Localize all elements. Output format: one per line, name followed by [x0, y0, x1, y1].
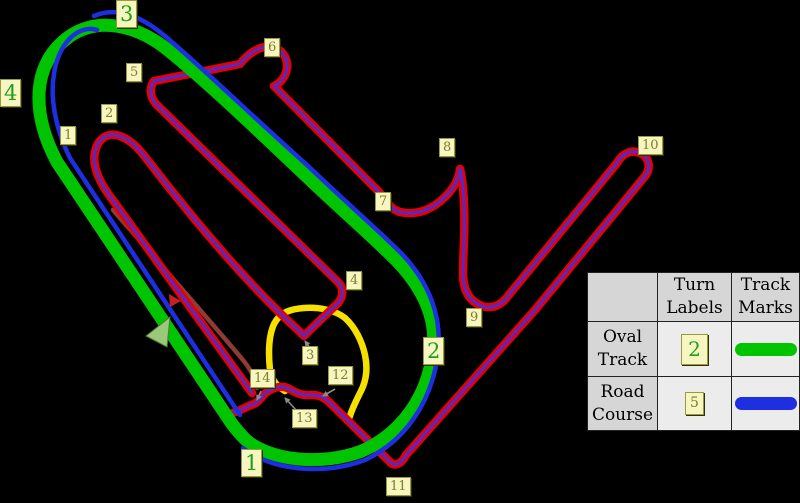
road-course-oval-outer-blue — [91, 9, 441, 472]
oval-turn-label-sample: 2 — [681, 333, 708, 365]
legend-header-turn-labels: Turn Labels — [658, 273, 731, 321]
legend-header-track-marks: Track Marks — [732, 273, 799, 321]
legend-row-road-course: Road Course — [588, 377, 657, 430]
road-turn-label-sample: 5 — [685, 392, 704, 415]
road-turn-label: 10 — [638, 136, 663, 155]
oval-turn-label: 1 — [241, 449, 263, 477]
road-turn-label: 9 — [466, 308, 483, 327]
legend-road-sample-cell: 5 — [658, 377, 731, 430]
road-turn-label: 8 — [439, 138, 456, 157]
road-turn-label: 7 — [375, 192, 392, 211]
road-turn-label: 14 — [250, 369, 275, 388]
road-turn-label: 6 — [264, 38, 281, 57]
oval-turn-label: 4 — [0, 79, 22, 107]
access-road-direction-arrow — [169, 294, 181, 307]
oval-track-line — [32, 18, 441, 467]
legend-oval-mark-cell — [732, 322, 799, 376]
turn13-pointer-arrow — [284, 397, 298, 412]
legend-row-oval-track: Oval Track — [588, 322, 657, 376]
oval-turn-label: 3 — [116, 0, 138, 28]
turn14-pointer-arrow — [256, 390, 262, 401]
road-course-casing — [90, 42, 653, 469]
legend-road-mark-cell — [732, 377, 799, 430]
road-turn-label: 3 — [302, 346, 319, 365]
road-turn-label: 11 — [386, 477, 411, 496]
oval-track-mark-swatch — [734, 342, 797, 356]
road-course-mark-swatch — [734, 397, 797, 410]
legend-oval-sample-cell: 2 — [658, 322, 731, 376]
road-turn-label: 2 — [101, 104, 118, 123]
oval-turn-label: 2 — [423, 337, 445, 365]
oval-direction-arrow — [145, 315, 171, 348]
road-turn-label: 4 — [346, 271, 363, 290]
legend-table: Turn Labels Track Marks Oval Track 2 Roa… — [587, 272, 800, 431]
road-course-core — [92, 45, 651, 466]
road-turn-label: 1 — [60, 126, 77, 145]
turn12-pointer-arrow — [322, 388, 336, 397]
road-turn-label: 13 — [292, 409, 317, 428]
road-turn-label: 5 — [126, 63, 143, 82]
legend-corner-cell — [588, 273, 657, 321]
road-turn-label: 12 — [328, 366, 353, 385]
